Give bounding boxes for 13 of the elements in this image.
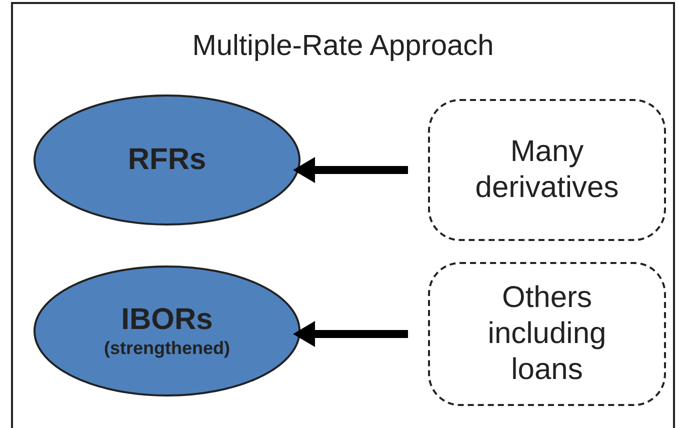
arrow bbox=[293, 321, 408, 347]
dashed-rounded-box bbox=[428, 262, 666, 406]
ellipse-node bbox=[33, 265, 301, 397]
arrow bbox=[293, 157, 408, 183]
ellipse-node bbox=[33, 94, 301, 226]
ellipse-label: RFRs bbox=[128, 142, 206, 178]
dashed-rounded-box bbox=[428, 99, 666, 241]
box-label: Others including loans bbox=[486, 280, 608, 388]
ellipse-sublabel: (strengthened) bbox=[104, 338, 230, 359]
frame-label: Multiple-Rate Approach bbox=[191, 30, 495, 63]
box-label: Many derivatives bbox=[474, 134, 620, 206]
outer-frame bbox=[11, 2, 675, 428]
ellipse-label: IBORs bbox=[121, 303, 213, 338]
